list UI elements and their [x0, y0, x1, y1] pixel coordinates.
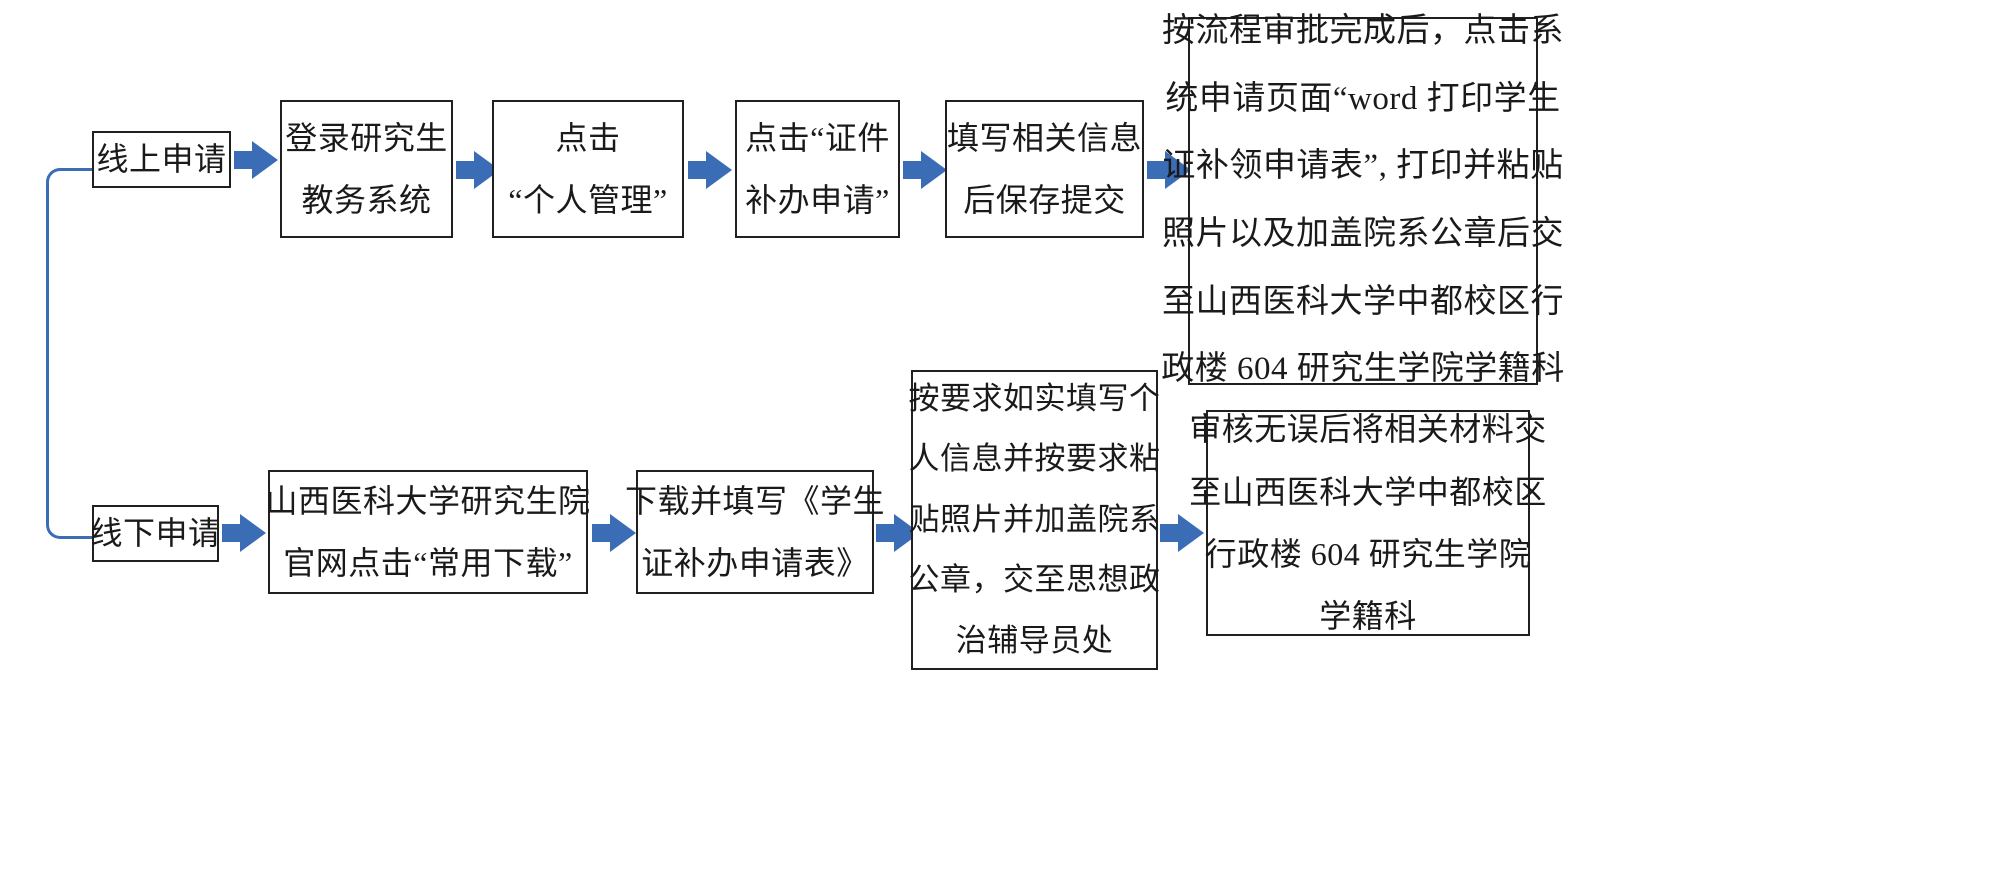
node-label-line: 公章，交至思想政 — [908, 562, 1161, 598]
node-label-line: 证补办申请表》 — [641, 545, 869, 581]
node-label-line: 教务系统 — [301, 182, 432, 218]
node-label-line: 登录研究生 — [285, 119, 448, 156]
node-label-line: 人信息并按要求粘 — [908, 441, 1161, 477]
node-label-line: 证补领申请表”, 打印并粘贴 — [1162, 148, 1564, 185]
node-offline-fill-form[interactable]: 按要求如实填写个 人信息并按要求粘 贴照片并加盖院系 公章，交至思想政 治辅导员… — [908, 370, 1161, 670]
node-label-line: 至山西医科大学中都校区 — [1189, 473, 1547, 510]
node-label-line: 点击 — [555, 119, 621, 156]
node-label-line: 线下申请 — [90, 515, 221, 552]
node-online-print-submit[interactable]: 按流程审批完成后，点击系 统申请页面“word 打印学生 证补领申请表”, 打印… — [1161, 13, 1564, 387]
node-label-line: 补办申请” — [745, 182, 890, 218]
node-label-line: 后保存提交 — [963, 182, 1126, 218]
node-label-line: 统申请页面“word 打印学生 — [1165, 80, 1561, 117]
node-label-line: 线上申请 — [96, 141, 227, 178]
node-online-login[interactable]: 登录研究生 教务系统 — [280, 100, 453, 238]
split-connector — [46, 168, 95, 539]
node-label-line: 学籍科 — [1319, 598, 1417, 635]
node-label-line: “个人管理” — [508, 182, 668, 218]
node-online-personal-management[interactable]: 点击 “个人管理” — [492, 100, 684, 238]
node-label-line: 按流程审批完成后，点击系 — [1162, 13, 1564, 50]
node-offline-final-submit[interactable]: 审核无误后将相关材料交 至山西医科大学中都校区 行政楼 604 研究生学院 学籍… — [1189, 410, 1546, 636]
node-label-line: 政楼 604 研究生学院学籍科 — [1161, 351, 1565, 388]
node-label-line: 下载并填写《学生 — [625, 482, 886, 519]
node-label-line: 山西医科大学研究生院 — [265, 482, 591, 519]
node-label-line: 填写相关信息 — [947, 119, 1143, 156]
node-label-line: 官网点击“常用下载” — [283, 545, 573, 581]
node-label-line: 按要求如实填写个 — [908, 380, 1161, 416]
node-offline-website-download[interactable]: 山西医科大学研究生院 官网点击“常用下载” — [265, 470, 591, 594]
node-label-line: 审核无误后将相关材料交 — [1189, 411, 1547, 448]
node-label-line: 照片以及加盖院系公章后交 — [1162, 216, 1564, 252]
node-offline-download-form[interactable]: 下载并填写《学生 证补办申请表》 — [625, 470, 885, 594]
node-offline-branch-label[interactable]: 线下申请 — [90, 505, 221, 562]
node-label-line: 贴照片并加盖院系 — [908, 501, 1161, 537]
node-label-line: 治辅导员处 — [955, 622, 1114, 658]
node-label-line: 行政楼 604 研究生学院 — [1204, 536, 1532, 572]
node-online-branch-label[interactable]: 线上申请 — [92, 131, 231, 188]
node-label-line: 至山西医科大学中都校区行 — [1162, 283, 1564, 320]
node-online-certificate-application[interactable]: 点击“证件 补办申请” — [735, 100, 900, 238]
node-label-line: 点击“证件 — [745, 119, 890, 156]
node-online-fill-save-submit[interactable]: 填写相关信息 后保存提交 — [945, 100, 1144, 238]
